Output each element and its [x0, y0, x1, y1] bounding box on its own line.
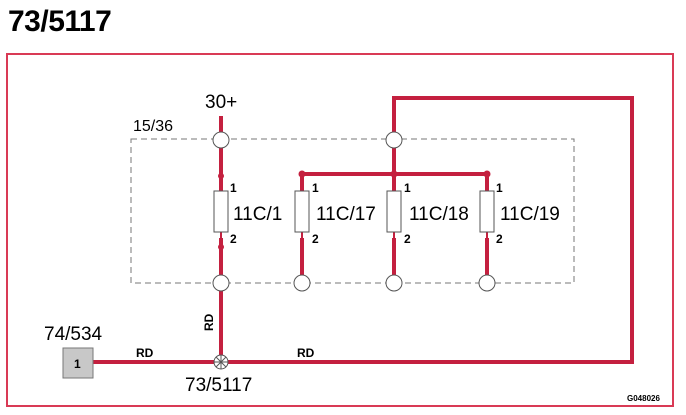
connector-label: 74/534: [44, 324, 103, 345]
wires: [93, 96, 634, 364]
wire-color-code-vertical: RD: [202, 313, 216, 331]
fuse-pin-top: 1: [230, 181, 237, 195]
terminal-fuse18-out: [385, 274, 403, 292]
terminal-fuse17-out: [293, 274, 311, 292]
fuse-11c-18: 1 2 11C/18: [386, 181, 469, 246]
terminal-bus: [385, 131, 403, 149]
fuse-label: 11C/18: [409, 204, 469, 225]
supply-label: 30+: [205, 92, 237, 113]
terminal-fuse19-out: [478, 274, 496, 292]
connector-body: [62, 347, 94, 379]
fuse-11c-19: 1 2 11C/19: [479, 181, 560, 246]
terminals: [212, 131, 496, 292]
drawing-code: G048026: [627, 394, 660, 403]
wire-color-code-right: RD: [297, 346, 315, 360]
fuse-box-label: 15/36: [133, 118, 173, 135]
fuse-body: [479, 190, 495, 233]
terminal-supply: [212, 131, 230, 149]
fuse-pin-top: 1: [404, 181, 411, 195]
fuse-11c-1: 1 2 11C/1: [213, 173, 282, 250]
terminal-fuse1-out: [212, 274, 230, 292]
page-title: 73/5117: [8, 5, 112, 38]
wire-color-code-left: RD: [136, 346, 154, 360]
fuse-pin-bottom: 2: [404, 232, 411, 246]
connector-pin: 1: [74, 357, 81, 371]
junction-dot: [298, 170, 306, 178]
junction-dot: [483, 170, 491, 178]
wire-splice-loop: [219, 96, 634, 364]
fuse-body: [213, 190, 229, 233]
fuse-pin-bottom: 2: [496, 232, 503, 246]
diagram-frame: [6, 53, 674, 407]
fuse-label: 11C/1: [233, 204, 282, 225]
splice-73-5117: 73/5117: [185, 354, 252, 396]
fuse-label: 11C/19: [500, 204, 560, 225]
connector-74-534: 1 74/534: [44, 324, 103, 379]
fuse-body: [386, 190, 402, 233]
fuse-pin-bottom: 2: [230, 232, 237, 246]
fuse-pin-top: 1: [312, 181, 319, 195]
fuse-body: [294, 190, 310, 233]
junction-dot: [390, 170, 398, 178]
fuse-label: 11C/17: [316, 204, 376, 225]
fuse-pin-bottom: 2: [312, 232, 319, 246]
fuse-box-outline: [130, 138, 575, 284]
fuse-11c-17: 1 2 11C/17: [294, 181, 376, 246]
fuse-pin-top: 1: [496, 181, 503, 195]
splice-label: 73/5117: [185, 375, 252, 396]
